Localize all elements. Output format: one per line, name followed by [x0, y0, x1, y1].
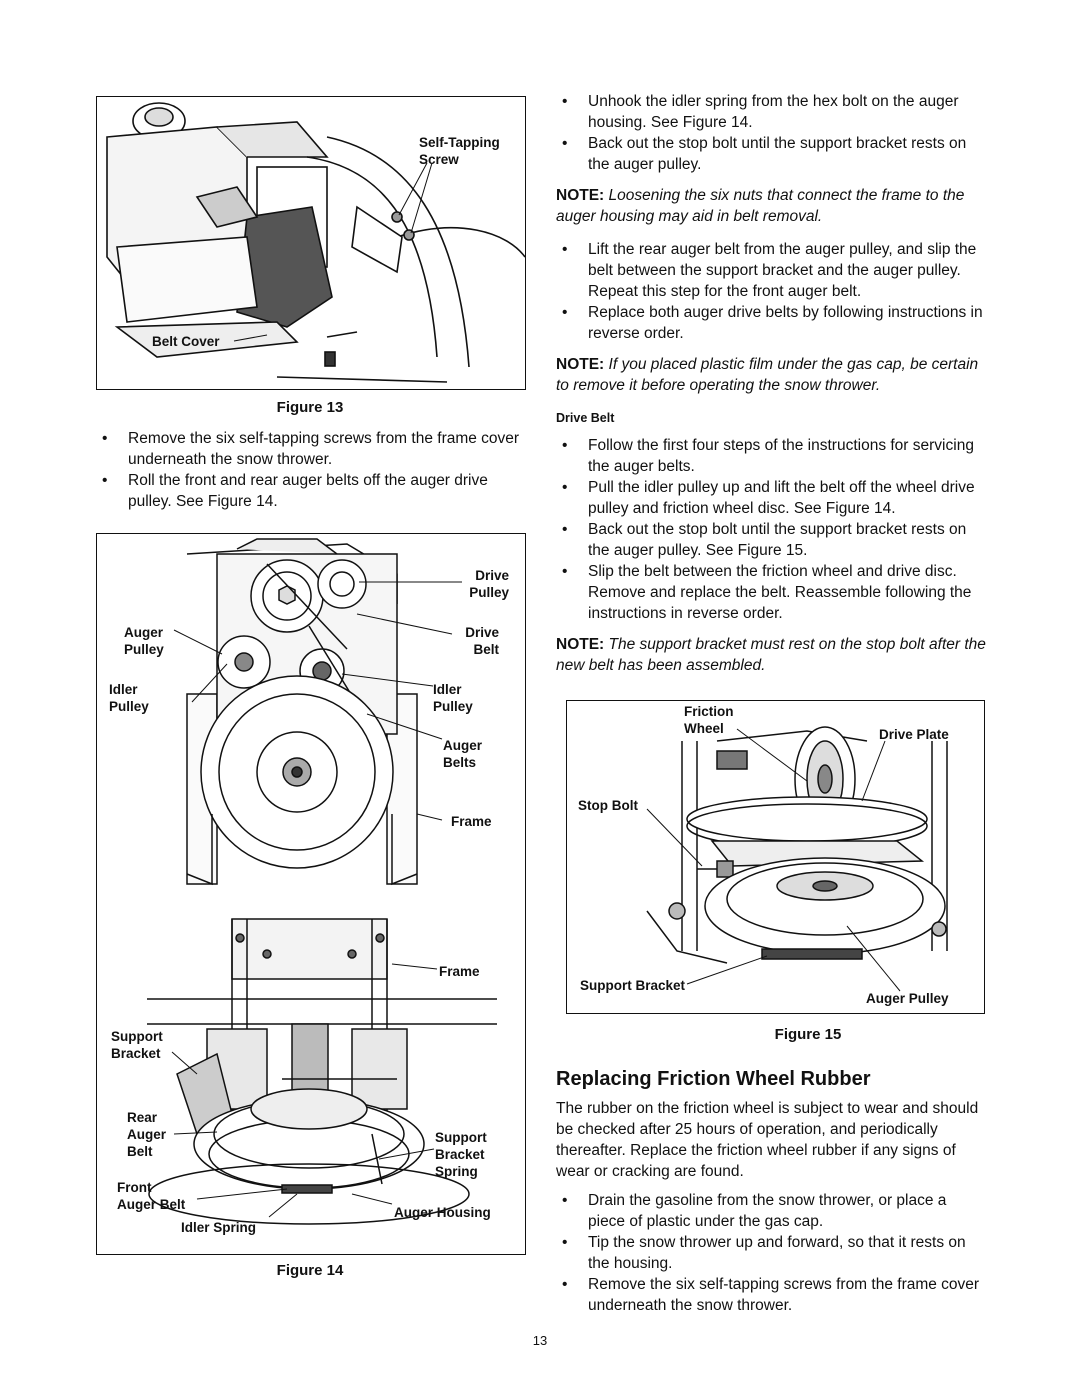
label-friction-wheel: Friction Wheel	[684, 704, 734, 736]
figure-13-illustration: Self-Tapping Screw Belt Cover	[96, 96, 526, 390]
section-friction-wheel-rubber: Replacing Friction Wheel Rubber The rubb…	[556, 1069, 986, 1316]
note-text: The support bracket must rest on the sto…	[556, 636, 986, 674]
bullet-item: Unhook the idler spring from the hex bol…	[556, 91, 986, 133]
drive-belt-heading: Drive Belt	[556, 411, 615, 425]
bullet-item: Replace both auger drive belts by follow…	[556, 302, 986, 344]
figure-15-caption: Figure 15	[774, 1026, 842, 1043]
label-frame-lower: Frame	[439, 964, 480, 979]
label-drive-plate: Drive Plate	[879, 727, 949, 742]
label-drive-pulley: Drive Pulley	[469, 568, 509, 600]
note-plastic-film: NOTE: If you placed plastic film under t…	[556, 354, 986, 396]
label-auger-housing: Auger Housing	[394, 1205, 491, 1220]
label-support-bracket: Support Bracket	[111, 1029, 163, 1061]
label-rear-auger-belt: Rear Auger Belt	[127, 1110, 167, 1159]
bullet-item: Back out the stop bolt until the support…	[556, 133, 986, 175]
right-instructions-1: Unhook the idler spring from the hex bol…	[556, 91, 986, 676]
page-number: 13	[532, 1333, 548, 1348]
auger-drive-pulley-drawing	[147, 538, 497, 1225]
label-stop-bolt: Stop Bolt	[578, 798, 638, 813]
note-prefix: NOTE:	[556, 636, 605, 653]
bullet-item: Slip the belt between the friction wheel…	[556, 561, 986, 624]
bullet-item: Pull the idler pulley up and lift the be…	[556, 477, 986, 519]
note-prefix: NOTE:	[556, 187, 605, 204]
label-belt-cover: Belt Cover	[152, 334, 220, 349]
bullet-item: Follow the first four steps of the instr…	[556, 435, 986, 477]
note-text: Loosening the six nuts that connect the …	[556, 187, 965, 225]
bullet-item: Remove the six self-tapping screws from …	[96, 428, 524, 470]
snow-thrower-belt-cover-drawing	[106, 102, 525, 383]
label-drive-belt: Drive Belt	[465, 625, 499, 657]
label-idler-spring: Idler Spring	[181, 1220, 257, 1235]
label-support-bracket: Support Bracket	[580, 978, 686, 993]
bullet-item: Back out the stop bolt until the support…	[556, 519, 986, 561]
label-front-auger-belt: Front Auger Belt	[117, 1180, 186, 1212]
label-auger-pulley: Auger Pulley	[866, 991, 949, 1006]
bullet-item: Roll the front and rear auger belts off …	[96, 470, 524, 512]
note-text: If you placed plastic film under the gas…	[556, 356, 979, 394]
label-idler-pulley-right: Idler Pulley	[433, 682, 473, 714]
bullet-item: Remove the six self-tapping screws from …	[556, 1274, 986, 1316]
figure-14-illustration: Drive Pulley Auger Pulley Drive Belt Idl…	[96, 533, 526, 1255]
figure-14-caption: Figure 14	[276, 1262, 344, 1279]
section-title: Replacing Friction Wheel Rubber	[556, 1068, 871, 1090]
label-self-tapping-screw: Self-Tapping Screw	[419, 135, 500, 167]
friction-wheel-drawing	[646, 726, 948, 992]
label-idler-pulley-left: Idler Pulley	[109, 682, 149, 714]
section-paragraph: The rubber on the friction wheel is subj…	[556, 1100, 979, 1180]
label-auger-pulley: Auger Pulley	[124, 625, 164, 657]
left-instructions: Remove the six self-tapping screws from …	[96, 428, 524, 512]
figure-13-caption: Figure 13	[276, 399, 344, 416]
bullet-item: Lift the rear auger belt from the auger …	[556, 239, 986, 302]
note-support-bracket: NOTE: The support bracket must rest on t…	[556, 634, 986, 676]
note-loosening-nuts: NOTE: Loosening the six nuts that connec…	[556, 185, 986, 227]
label-support-bracket-spring: Support Bracket Spring	[435, 1130, 487, 1179]
bullet-item: Drain the gasoline from the snow thrower…	[556, 1190, 986, 1232]
label-auger-belts: Auger Belts	[443, 738, 483, 770]
figure-15-illustration: Friction Wheel Drive Plate Stop Bolt Sup…	[566, 700, 985, 1014]
note-prefix: NOTE:	[556, 356, 605, 373]
label-frame-upper: Frame	[451, 814, 492, 829]
bullet-item: Tip the snow thrower up and forward, so …	[556, 1232, 986, 1274]
